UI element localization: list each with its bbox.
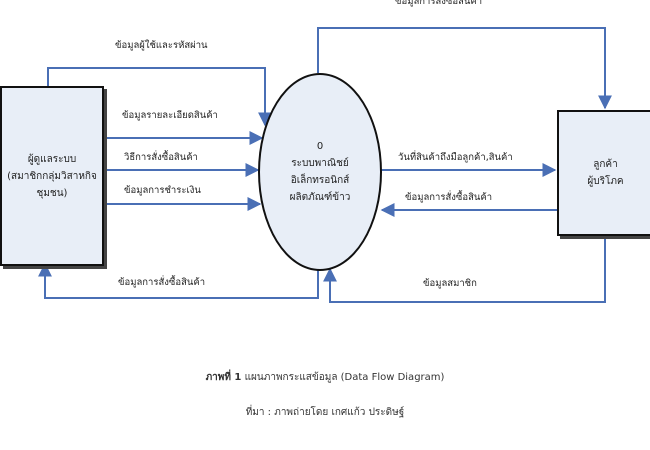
external-entity-customer: ลูกค้า ผู้บริโภค	[557, 110, 650, 236]
admin-line1: ผู้ดูแลระบบ	[27, 153, 77, 165]
figure-caption: ภาพที่ 1 แผนภาพกระแสข้อมูล (Data Flow Di…	[0, 370, 650, 385]
process-circle: 0 ระบบพาณิชย์ อิเล็กทรอนิกส์ ผลิตภัณฑ์ข้…	[258, 73, 382, 271]
flow-admin-credentials	[47, 67, 272, 127]
admin-line3: ชุมชน)	[36, 187, 68, 199]
external-entity-admin: ผู้ดูแลระบบ (สมาชิกกลุ่มวิสาหกิจ ชุมชน)	[0, 86, 104, 266]
label-product-details: ข้อมูลรายละเอียดสินค้า	[122, 110, 218, 121]
customer-line2: ผู้บริโภค	[587, 176, 624, 187]
label-order-to-admin: ข้อมูลการสั่งซื้อสินค้า	[118, 277, 206, 288]
process-number: 0	[316, 141, 324, 152]
figure-label: ภาพที่ 1	[205, 372, 242, 383]
label-delivery-date: วันที่สินค้าถึงมือลูกค้า,สินค้า	[398, 152, 513, 163]
process-line2: อิเล็กทรอนิกส์	[290, 175, 350, 186]
label-admin-credentials: ข้อมูลผู้ใช้และรหัสผ่าน	[115, 40, 208, 51]
label-top-to-customer: ข้อมูลการสั่งซื้อสินค้า	[395, 0, 483, 7]
process-line1: ระบบพาณิชย์	[291, 158, 349, 169]
label-payment-info: ข้อมูลการชำระเงิน	[124, 185, 201, 196]
flow-order-to-admin	[38, 262, 319, 299]
admin-line2: (สมาชิกกลุ่มวิสาหกิจ	[7, 170, 97, 182]
label-customer-order: ข้อมูลการสั่งซื้อสินค้า	[405, 192, 493, 203]
label-order-method: วิธีการสั่งซื้อสินค้า	[124, 152, 198, 163]
flow-top-to-customer	[317, 27, 612, 110]
process-line3: ผลิตภัณฑ์ข้าว	[289, 192, 351, 203]
label-member-info: ข้อมูลสมาชิก	[423, 278, 477, 289]
figure-title: แผนภาพกระแสข้อมูล (Data Flow Diagram)	[244, 372, 445, 383]
customer-line1: ลูกค้า	[593, 159, 618, 170]
figure-source: ที่มา : ภาพถ่ายโดย เกศแก้ว ประดิษฐ์	[245, 407, 405, 418]
flow-member-info	[323, 232, 606, 303]
